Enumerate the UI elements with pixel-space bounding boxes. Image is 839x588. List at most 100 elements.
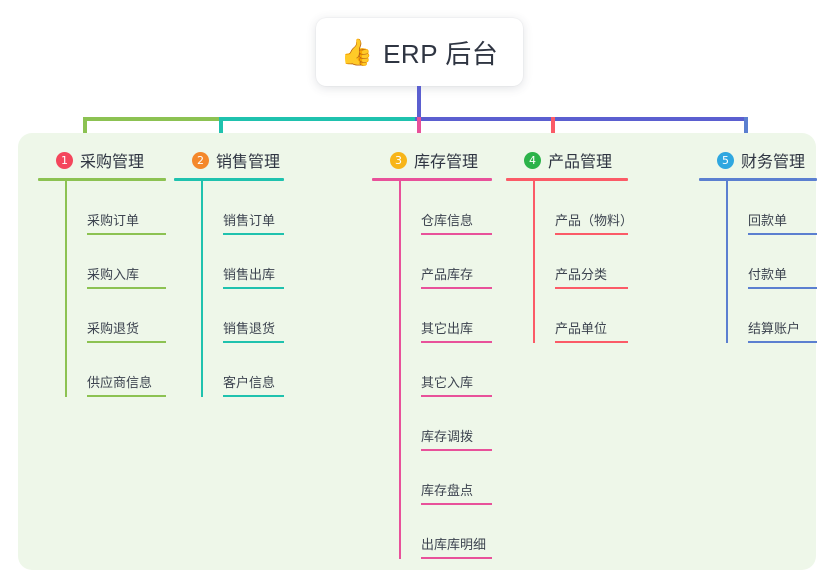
list-item-label: 销售订单 — [223, 213, 276, 228]
column-spine-1 — [65, 181, 67, 397]
column-1: 1 采购管理采购订单采购入库采购退货供应商信息 — [38, 147, 166, 397]
list-item-label: 采购退货 — [87, 321, 140, 336]
list-item[interactable]: 其它出库 — [399, 289, 492, 343]
page-title: ERP 后台 — [383, 38, 499, 69]
list-item[interactable]: 其它入库 — [399, 343, 492, 397]
column-underline-1 — [38, 178, 166, 181]
list-item-underline — [555, 233, 628, 235]
list-item[interactable]: 结算账户 — [726, 289, 817, 343]
list-item-underline — [555, 341, 628, 343]
column-underline-3 — [372, 178, 492, 181]
column-header-1[interactable]: 1 采购管理 — [38, 147, 166, 173]
bar-segment-blue — [415, 117, 748, 121]
list-item-label: 库存盘点 — [421, 483, 474, 498]
column-title-5: 财务管理 — [741, 154, 806, 171]
list-item-underline — [87, 341, 166, 343]
column-items-5: 回款单付款单结算账户 — [726, 181, 817, 343]
list-item-underline — [223, 233, 284, 235]
column-underline-5 — [699, 178, 817, 181]
column-badge-2: 2 — [192, 151, 209, 169]
list-item[interactable]: 销售出库 — [201, 235, 284, 289]
list-item[interactable]: 仓库信息 — [399, 181, 492, 235]
list-item[interactable]: 库存调拨 — [399, 397, 492, 451]
list-item[interactable]: 销售订单 — [201, 181, 284, 235]
list-item[interactable]: 采购入库 — [65, 235, 166, 289]
list-item[interactable]: 客户信息 — [201, 343, 284, 397]
column-badge-1: 1 — [56, 151, 73, 169]
bar-segment-green — [83, 117, 223, 121]
column-underline-4 — [506, 178, 628, 181]
list-item-label: 结算账户 — [748, 321, 801, 336]
list-item-underline — [223, 341, 284, 343]
list-item-label: 销售退货 — [223, 321, 276, 336]
list-item-underline — [87, 395, 166, 397]
thumbs-up-icon: 👍 — [340, 37, 374, 67]
list-item-underline — [87, 287, 166, 289]
list-item-label: 库存调拨 — [421, 429, 474, 444]
list-item[interactable]: 回款单 — [726, 181, 817, 235]
column-title-3: 库存管理 — [414, 154, 479, 171]
list-item[interactable]: 库存盘点 — [399, 451, 492, 505]
list-item-label: 产品分类 — [555, 267, 608, 282]
column-header-5[interactable]: 5 财务管理 — [699, 147, 817, 173]
list-item-label: 产品（物料） — [555, 213, 634, 228]
column-spine-4 — [533, 181, 535, 343]
list-item-label: 出库库明细 — [421, 537, 487, 552]
column-badge-5: 5 — [717, 151, 734, 169]
trunk-vertical-line — [417, 86, 421, 119]
list-item[interactable]: 采购退货 — [65, 289, 166, 343]
list-item-label: 其它出库 — [421, 321, 474, 336]
list-item[interactable]: 销售退货 — [201, 289, 284, 343]
list-item[interactable]: 采购订单 — [65, 181, 166, 235]
column-header-3[interactable]: 3 库存管理 — [372, 147, 492, 173]
column-spine-3 — [399, 181, 401, 559]
diagram-panel — [18, 133, 816, 570]
root-title-card[interactable]: 👍 ERP 后台 — [316, 18, 523, 86]
list-item[interactable]: 产品分类 — [533, 235, 628, 289]
column-badge-4: 4 — [524, 151, 541, 169]
bar-segment-teal — [219, 117, 419, 121]
list-item-label: 产品单位 — [555, 321, 608, 336]
list-item-label: 仓库信息 — [421, 213, 474, 228]
column-2: 2 销售管理销售订单销售出库销售退货客户信息 — [174, 147, 284, 397]
list-item-underline — [87, 233, 166, 235]
list-item-label: 采购订单 — [87, 213, 140, 228]
list-item-underline — [421, 287, 492, 289]
list-item-label: 产品库存 — [421, 267, 474, 282]
list-item-underline — [421, 503, 492, 505]
list-item-label: 采购入库 — [87, 267, 140, 282]
list-item[interactable]: 出库库明细 — [399, 505, 492, 559]
column-3: 3 库存管理仓库信息产品库存其它出库其它入库库存调拨库存盘点出库库明细 — [372, 147, 492, 559]
column-badge-3: 3 — [390, 151, 407, 169]
column-5: 5 财务管理回款单付款单结算账户 — [699, 147, 817, 343]
list-item[interactable]: 产品单位 — [533, 289, 628, 343]
list-item[interactable]: 付款单 — [726, 235, 817, 289]
column-title-1: 采购管理 — [80, 154, 145, 171]
column-items-4: 产品（物料） 产品分类产品单位 — [533, 181, 634, 343]
list-item-underline — [748, 287, 817, 289]
column-items-2: 销售订单销售出库销售退货客户信息 — [201, 181, 284, 397]
list-item-underline — [748, 341, 817, 343]
list-item[interactable]: 供应商信息 — [65, 343, 166, 397]
list-item-underline — [748, 233, 817, 235]
column-title-2: 销售管理 — [216, 154, 281, 171]
column-items-3: 仓库信息产品库存其它出库其它入库库存调拨库存盘点出库库明细 — [399, 181, 492, 559]
list-item[interactable]: 产品库存 — [399, 235, 492, 289]
list-item[interactable]: 产品（物料） — [533, 181, 634, 235]
list-item-label: 回款单 — [748, 213, 788, 228]
column-header-2[interactable]: 2 销售管理 — [174, 147, 284, 173]
list-item-underline — [421, 395, 492, 397]
list-item-underline — [223, 287, 284, 289]
list-item-label: 销售出库 — [223, 267, 276, 282]
list-item-label: 其它入库 — [421, 375, 474, 390]
list-item-label: 客户信息 — [223, 375, 276, 390]
column-spine-2 — [201, 181, 203, 397]
list-item-label: 付款单 — [748, 267, 788, 282]
column-items-1: 采购订单采购入库采购退货供应商信息 — [65, 181, 166, 397]
list-item-underline — [421, 449, 492, 451]
column-spine-5 — [726, 181, 728, 343]
list-item-underline — [421, 341, 492, 343]
